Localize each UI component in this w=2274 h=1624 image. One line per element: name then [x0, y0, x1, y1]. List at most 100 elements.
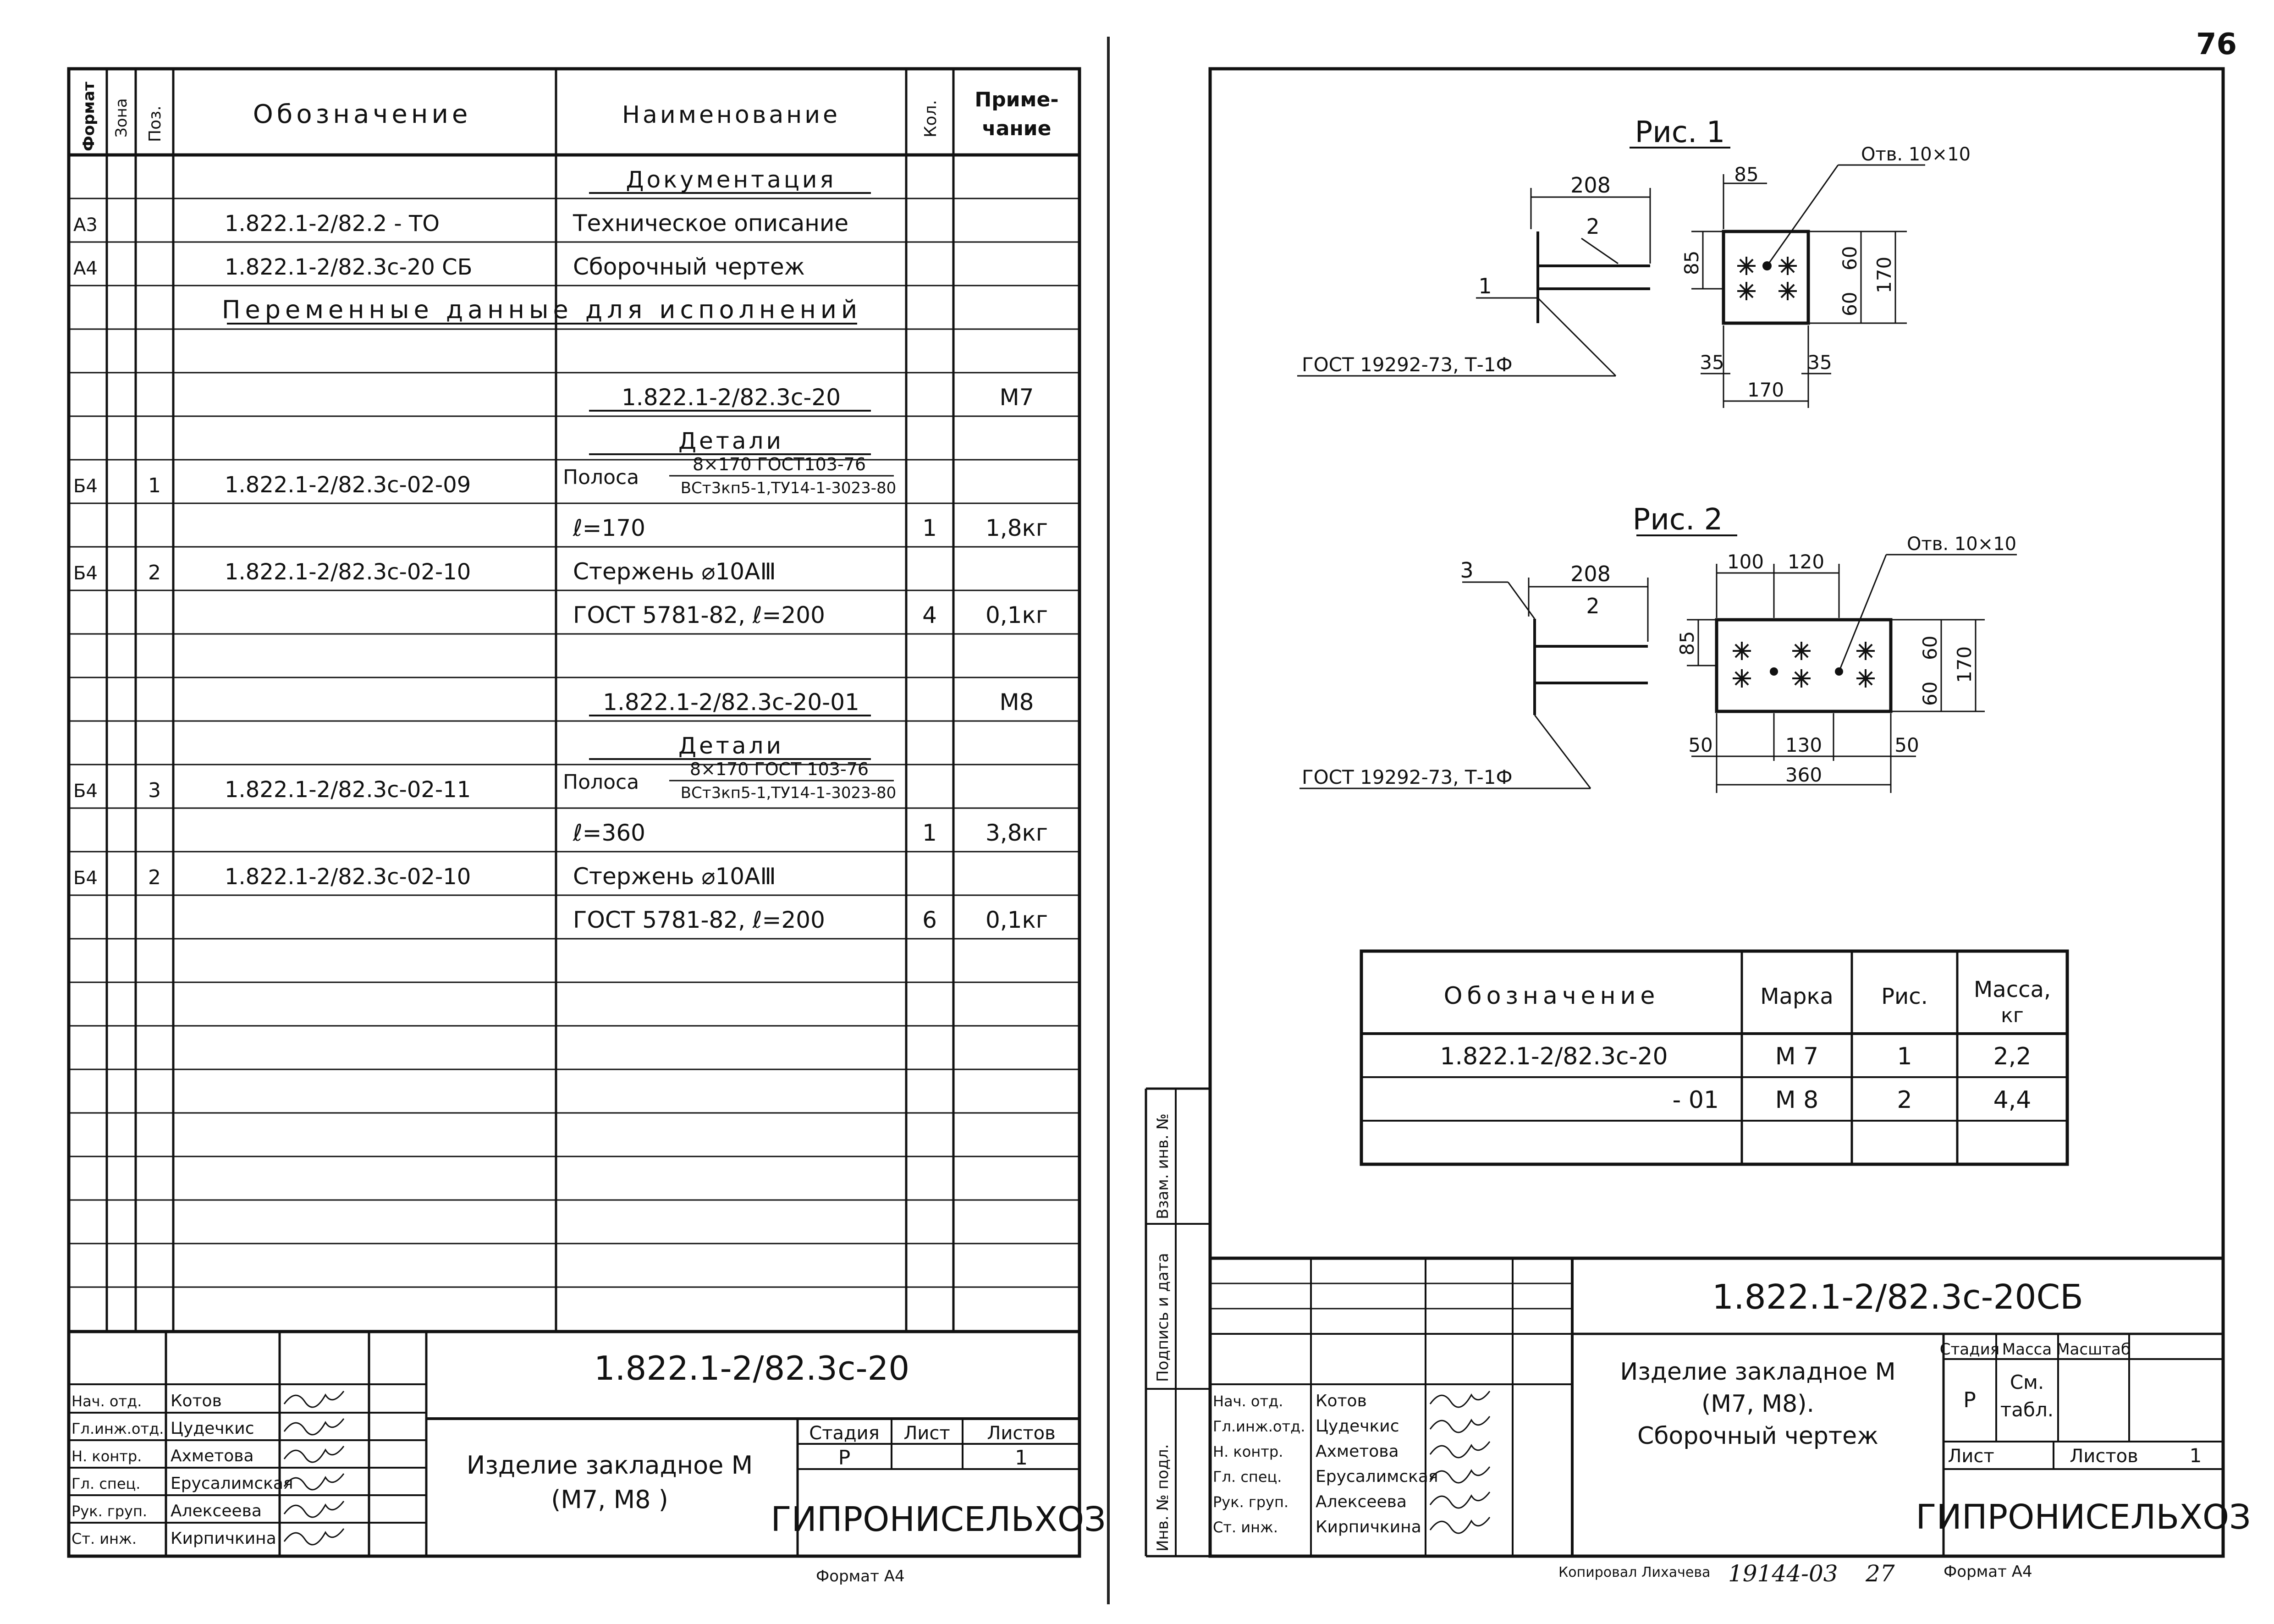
sig-role: Нач. отд.: [1213, 1393, 1283, 1410]
row-name: 1.822.1-2/82.3с-20-01: [603, 689, 859, 716]
sig-name: Ерусалимская: [1316, 1467, 1438, 1486]
weld-mark: [1792, 642, 1811, 660]
fig1-pos-b: 2: [1586, 214, 1599, 239]
spec-row: Переменные данные для исполнений: [222, 295, 862, 325]
fig2-dim-60b: 60: [1919, 682, 1941, 706]
row-name: ℓ=170: [573, 515, 645, 541]
mt-r0-mark: М 7: [1775, 1043, 1818, 1070]
fig2-dim-50b: 50: [1894, 734, 1919, 756]
weld-mark: [1737, 257, 1756, 275]
right-sheets-label: Листов: [2070, 1446, 2138, 1467]
row-pos: 2: [148, 561, 161, 584]
row-name-top: 8×170 ГОСТ103-76: [693, 454, 866, 474]
fig1-hole: Отв. 10×10: [1861, 144, 1971, 165]
header-note: Приме-: [975, 88, 1058, 111]
row-name: ℓ=360: [573, 820, 645, 846]
figure-1: Рис. 1 208 2 1 ГОСТ 19292-73, Т-1Ф: [1297, 116, 1971, 408]
row-name-bottom: ВСт3кп5-1,ТУ14-1-3023-80: [681, 479, 897, 497]
fig1-dim-top: 85: [1734, 163, 1758, 186]
row-name-bottom: ВСт3кп5-1,ТУ14-1-3023-80: [681, 784, 897, 802]
right-title-texts: 1.822.1-2/82.3с-20СБ Изделие закладное М…: [1558, 1277, 2251, 1587]
left-sheets: 1: [1015, 1446, 1028, 1470]
fig1-dim-35a: 35: [1700, 351, 1724, 374]
mt-header-mass: Масса,: [1974, 977, 2051, 1002]
fig2-welds: [1733, 642, 1875, 688]
mt-r1-mass: 4,4: [1993, 1086, 2032, 1114]
signature-row: Ст. инж.Кирпичкина: [1213, 1517, 1491, 1536]
weld-mark: [1856, 642, 1875, 660]
signature-scribble: [1429, 1492, 1491, 1509]
signature-scribble: [283, 1473, 345, 1491]
fig2-dim-360: 360: [1785, 764, 1822, 786]
weld-mark: [1737, 282, 1756, 300]
page-number: 76: [2196, 28, 2237, 61]
right-mass-val2: табл.: [2000, 1398, 2054, 1421]
signature-row: Гл. спец.Ерусалимская: [1213, 1466, 1491, 1486]
left-title-line2: (М7, М8 ): [551, 1485, 668, 1514]
left-stage: Р: [838, 1446, 851, 1470]
right-page: 27: [1865, 1560, 1895, 1587]
header-note-2: чание: [982, 117, 1052, 140]
fig1-title: Рис. 1: [1635, 116, 1725, 149]
fig2-dim-130: 130: [1785, 734, 1822, 756]
mt-header-mark: Марка: [1760, 984, 1834, 1009]
signature-row: Гл. спец.Ерусалимская: [72, 1473, 345, 1493]
left-title-line1: Изделие закладное М: [467, 1451, 753, 1480]
left-stage-label: Стадия: [809, 1423, 879, 1444]
row-name: Полоса: [563, 771, 639, 794]
sig-name: Ахметова: [171, 1447, 254, 1465]
row-name: Детали: [678, 732, 784, 759]
left-sheet-label: Лист: [903, 1423, 950, 1444]
header-zone: Зона: [112, 98, 131, 138]
row-name: Стержень ⌀10АⅢ: [573, 558, 776, 585]
spec-row: Детали: [589, 428, 871, 455]
fig2-dim-len: 208: [1570, 562, 1611, 586]
right-scale-label: Масштаб: [2056, 1340, 2131, 1359]
signature-scribble: [1429, 1416, 1491, 1433]
weld-mark: [1792, 669, 1811, 688]
spec-row: Документация: [589, 166, 871, 194]
sig-role: Гл.инж.отд.: [72, 1420, 164, 1437]
fig2-title: Рис. 2: [1633, 503, 1723, 537]
sig-role: Рук. груп.: [72, 1503, 147, 1520]
row-section-heading: Переменные данные для исполнений: [222, 295, 862, 324]
fig1-dim-w170: 170: [1747, 379, 1784, 401]
row-name: ГОСТ 5781-82, ℓ=200: [573, 907, 825, 933]
sig-name: Цудечкис: [171, 1419, 254, 1438]
right-inv-no: 19144-03: [1728, 1560, 1838, 1587]
weld-mark: [1733, 642, 1751, 660]
signature-scribble: [283, 1418, 345, 1436]
mt-r1-fig: 2: [1897, 1086, 1912, 1114]
row-format: Б4: [73, 476, 98, 497]
mark-table: [1360, 949, 2069, 1166]
sig-role: Гл.инж.отд.: [1213, 1418, 1305, 1435]
signature-scribble: [1429, 1517, 1491, 1534]
header-name: Наименование: [622, 101, 840, 129]
left-header: Формат Зона Поз. Обозначение Наименовани…: [80, 82, 1059, 151]
signature-scribble: [1429, 1441, 1491, 1459]
signature-scribble: [283, 1446, 345, 1463]
signature-row: Ст. инж.Кирпичкина: [72, 1528, 345, 1548]
row-name: Документация: [626, 166, 837, 193]
right-title-line2: (М7, М8).: [1701, 1390, 1814, 1418]
fig1-welds: [1737, 257, 1797, 300]
fig2-dim-120: 120: [1788, 551, 1824, 573]
row-format: Б4: [73, 563, 98, 584]
mt-header-mass-unit: кг: [2001, 1004, 2024, 1027]
mt-r0-fig: 1: [1897, 1043, 1912, 1070]
weld-mark: [1778, 282, 1797, 300]
row-name: Полоса: [563, 466, 639, 489]
sig-role: Гл. спец.: [72, 1475, 140, 1492]
